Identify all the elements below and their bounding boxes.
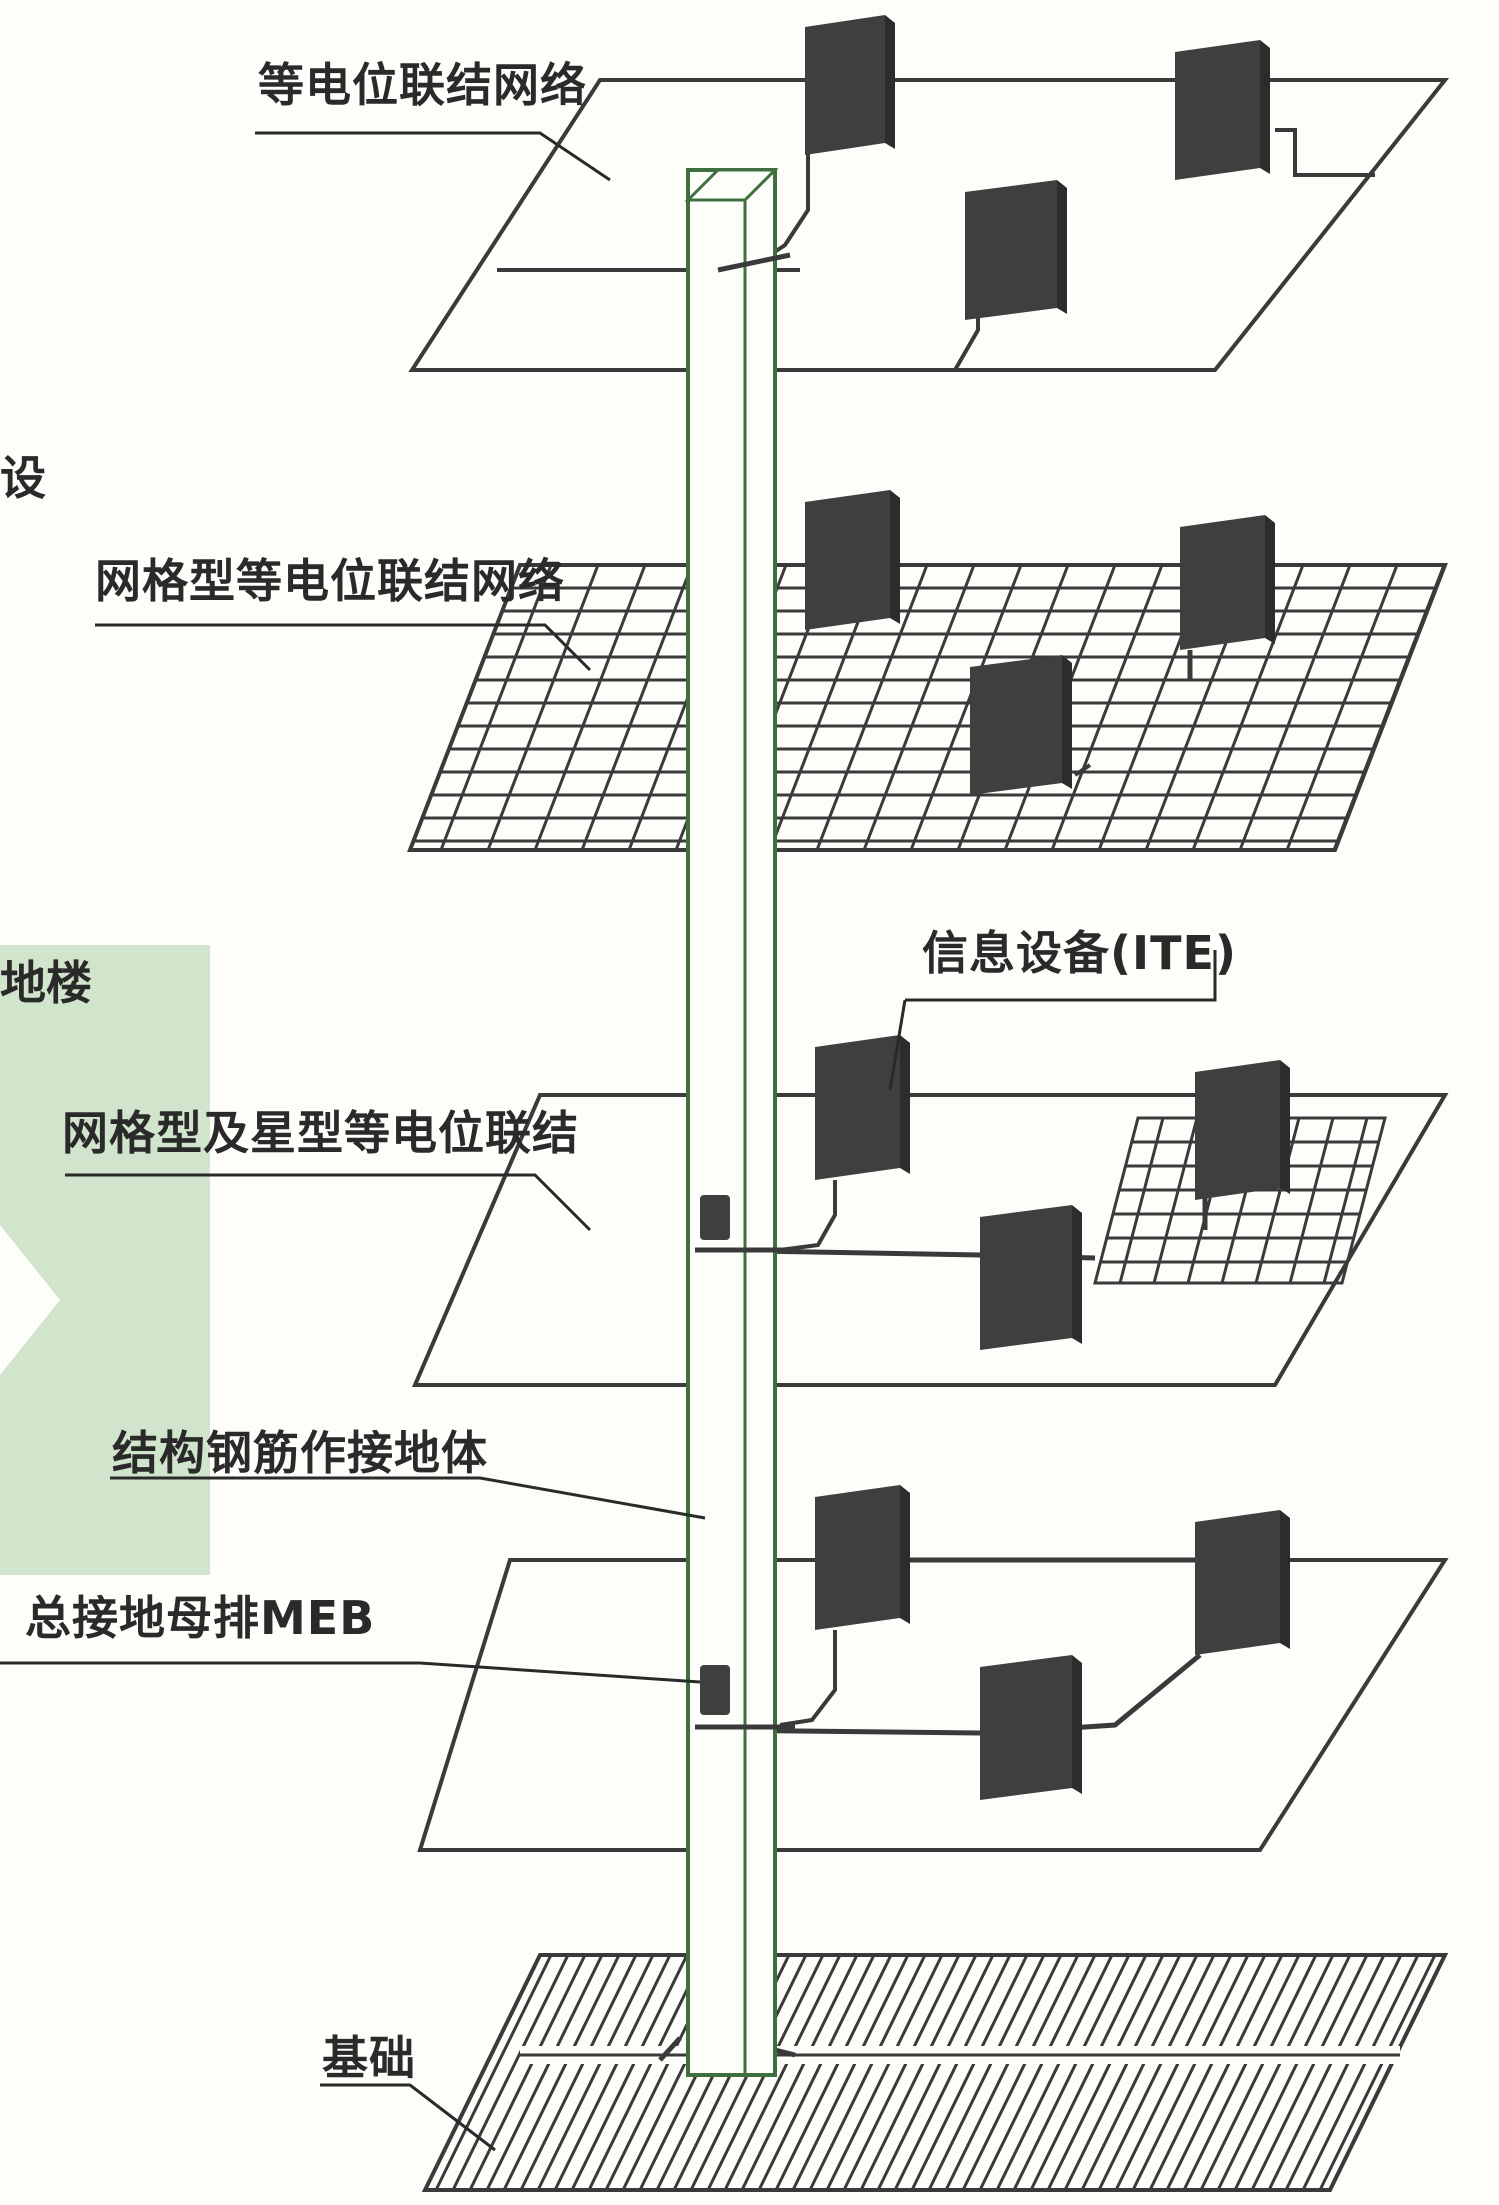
label-meb: 总接地母排MEB (25, 1591, 376, 1645)
cabinet-ms-3 (980, 1205, 1082, 1350)
column-bonding-conductors (695, 252, 795, 1730)
label-foundation: 基础 (322, 2031, 416, 2085)
cabinet-top-3 (965, 180, 1067, 320)
floor-meb-plane (417, 1557, 1449, 1852)
label-mesh-star: 网格型及星型等电位联结 (62, 1106, 579, 1160)
meb-box-floor4 (700, 1665, 730, 1715)
cabinet-top-2 (1175, 40, 1270, 180)
cabinet-meb-3 (980, 1655, 1082, 1800)
floor-top-plane (408, 78, 1450, 372)
label-structural-rebar: 结构钢筋作接地体 (112, 1426, 488, 1480)
label-ite: 信息设备(ITE) (922, 926, 1237, 980)
cabinet-mesh-1 (805, 490, 900, 630)
edge-fragment-1: 设 (0, 451, 46, 505)
cabinet-mesh-2 (1180, 515, 1275, 650)
leader-lines (0, 131, 1217, 2152)
foundation-hatch (421, 1953, 1449, 2192)
label-mesh-network: 网格型等电位联结网络 (95, 554, 565, 608)
edge-fragment-2: 地楼 (0, 956, 92, 1010)
structural-column (684, 168, 779, 2077)
cabinet-mesh-3 (970, 655, 1072, 795)
floor-mesh-plane (407, 563, 1448, 852)
cabinet-ms-2 (1195, 1060, 1290, 1200)
cabinet-meb-2 (1195, 1510, 1290, 1655)
meb-box-floor3 (700, 1195, 730, 1240)
cabinet-meb-1 (815, 1485, 910, 1630)
green-accent-panel (0, 945, 210, 1575)
label-top-network: 等电位联结网络 (258, 58, 587, 112)
cabinet-ms-1 (815, 1035, 910, 1180)
cabinet-top-1 (805, 15, 895, 155)
